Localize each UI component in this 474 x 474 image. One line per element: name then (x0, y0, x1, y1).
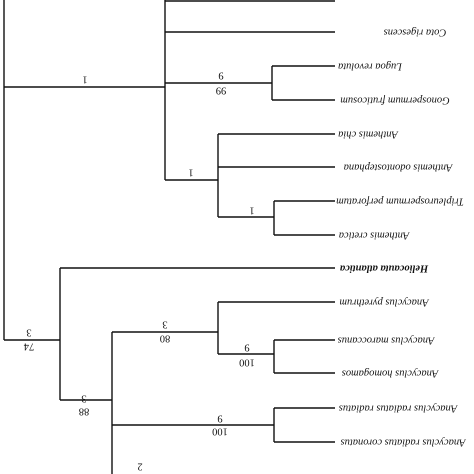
support-value: 99 (216, 85, 227, 96)
support-value: 100 (239, 357, 255, 368)
support-value: 74 (23, 341, 34, 352)
taxon-anacyclus-maroccanus: Anacyclus maroccanus (338, 335, 436, 346)
taxon-anacyclus-radiatus-radiatus: Anacyclus radiatus radiatus (339, 403, 458, 414)
support-value: 100 (212, 426, 228, 437)
support-value: 1 (188, 167, 193, 178)
support-value: 1 (82, 74, 87, 85)
support-value: 88 (79, 406, 90, 417)
support-value: 80 (160, 333, 171, 344)
taxon-heliocauta: Heliocauta atlantica (340, 263, 429, 274)
taxon-gonospermum: Gonospermum fruticosum (340, 95, 450, 106)
taxon-anacyclus-homogamos: Anacyclus homogamos (342, 368, 440, 379)
support-value: 2 (137, 461, 142, 472)
support-value: 3 (162, 319, 167, 330)
taxon-anthemis-cretica: Anthemis cretica (339, 230, 410, 241)
taxon-lugoa: Lugoa revoluta (338, 61, 403, 72)
support-value: 9 (218, 70, 223, 81)
support-value: 3 (26, 327, 31, 338)
taxon-anthemis-odontostephana: Anthemis odontostephana (344, 162, 454, 173)
taxon-anacyclus-pyrethrum: Anacyclus pyrethrum (339, 297, 430, 308)
support-value: 3 (81, 393, 86, 404)
support-value: 1 (249, 205, 254, 216)
support-value: 9 (217, 413, 222, 424)
taxon-anacyclus-radiatus-coronatus: Anacyclus radiatus coronatus (340, 437, 466, 448)
taxon-tripleurospermum: Tripleurospermum perforatum (336, 196, 464, 207)
support-value: 9 (244, 342, 249, 353)
taxon-anthemis-chia: Anthemis chia (338, 129, 399, 140)
taxon-cota: Cota rigescens (384, 27, 447, 38)
